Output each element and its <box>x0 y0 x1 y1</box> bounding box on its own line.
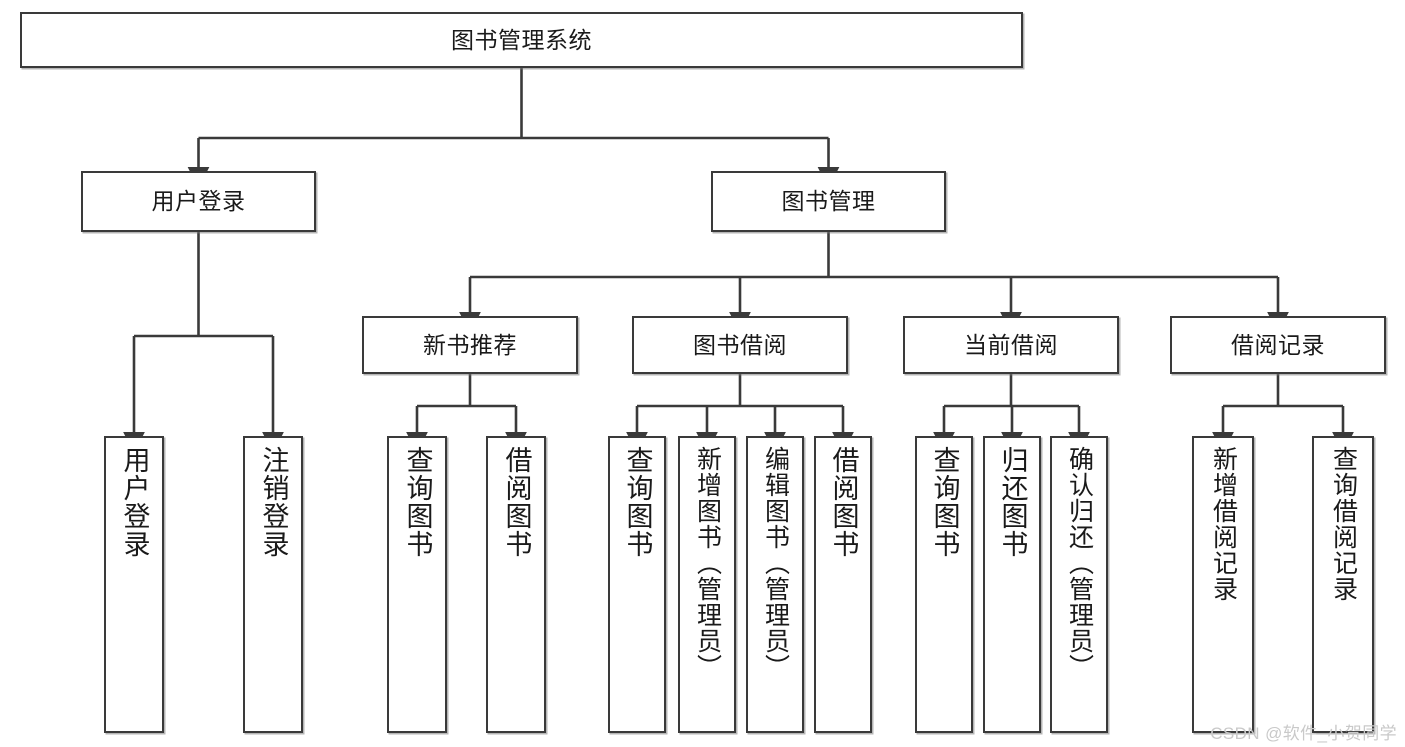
node-label: 新增借阅记录 <box>1209 446 1238 602</box>
node-leaf-br-add[interactable]: 新增借阅记录 <box>1192 436 1254 733</box>
node-leaf-bb-borrow[interactable]: 借阅图书 <box>814 436 872 733</box>
node-label: 查询图书 <box>929 446 960 558</box>
node-new-book-rec[interactable]: 新书推荐 <box>362 316 578 374</box>
node-label: 借阅图书 <box>828 446 859 558</box>
node-leaf-cb-return[interactable]: 归还图书 <box>983 436 1041 733</box>
node-book-manage[interactable]: 图书管理 <box>711 171 946 232</box>
node-label: 用户登录 <box>151 188 246 215</box>
node-label: 新书推荐 <box>423 331 517 358</box>
node-leaf-user-login[interactable]: 用户登录 <box>104 436 164 733</box>
node-leaf-cb-confirm[interactable]: 确认归还（管理员） <box>1050 436 1108 733</box>
node-label: 查询图书 <box>402 446 433 558</box>
node-label: 图书管理 <box>781 188 876 215</box>
node-label: 新增图书（管理员） <box>693 446 722 680</box>
watermark-text: CSDN @软件_小贺同学 <box>1210 724 1397 743</box>
node-label: 图书借阅 <box>693 331 787 358</box>
node-label: 归还图书 <box>997 446 1028 558</box>
node-label: 借阅图书 <box>501 446 532 558</box>
node-leaf-bb-query[interactable]: 查询图书 <box>608 436 666 733</box>
node-leaf-rec-borrow[interactable]: 借阅图书 <box>486 436 546 733</box>
node-leaf-rec-query[interactable]: 查询图书 <box>387 436 447 733</box>
node-leaf-br-query[interactable]: 查询借阅记录 <box>1312 436 1374 733</box>
node-book-borrow[interactable]: 图书借阅 <box>632 316 848 374</box>
node-current-borrow[interactable]: 当前借阅 <box>903 316 1119 374</box>
node-label: 编辑图书（管理员） <box>761 446 790 680</box>
node-label: 查询借阅记录 <box>1329 446 1358 602</box>
node-label: 借阅记录 <box>1231 331 1325 358</box>
node-root[interactable]: 图书管理系统 <box>20 12 1023 68</box>
node-leaf-logout[interactable]: 注销登录 <box>243 436 303 733</box>
node-label: 图书管理系统 <box>451 26 592 53</box>
node-leaf-cb-query[interactable]: 查询图书 <box>915 436 973 733</box>
node-label: 注销登录 <box>258 446 289 558</box>
node-label: 用户登录 <box>119 446 150 558</box>
node-leaf-bb-add[interactable]: 新增图书（管理员） <box>678 436 736 733</box>
node-borrow-record[interactable]: 借阅记录 <box>1170 316 1386 374</box>
node-user-login[interactable]: 用户登录 <box>81 171 316 232</box>
node-label: 查询图书 <box>622 446 653 558</box>
node-label: 确认归还（管理员） <box>1065 446 1094 680</box>
node-label: 当前借阅 <box>964 331 1058 358</box>
node-leaf-bb-edit[interactable]: 编辑图书（管理员） <box>746 436 804 733</box>
